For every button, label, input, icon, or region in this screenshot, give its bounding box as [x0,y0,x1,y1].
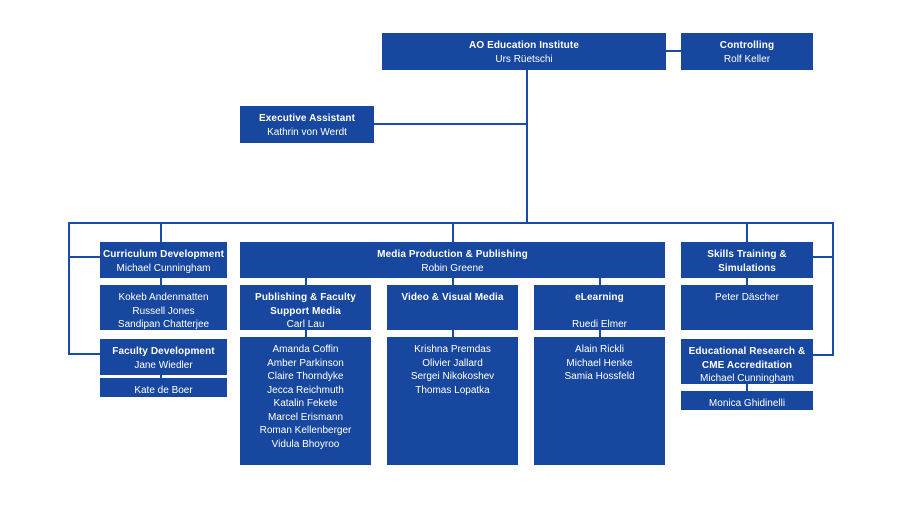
node-curriculum-development[interactable]: Curriculum Development Michael Cunningha… [100,242,227,278]
connector-root-vertical [526,69,528,224]
node-person: Ruedi Elmer [571,318,628,330]
node-title: Educational Research & [688,346,806,357]
node-video-visual-media[interactable]: Video & Visual Media [387,285,518,330]
team-member: Amanda Coffin [272,344,339,355]
team-member: Vidula Bhoyroo [271,438,340,450]
node-title-line2: Support Media [270,305,341,317]
connector-bus-to-media [452,222,454,242]
team-member: Olivier Jallard [422,357,483,369]
node-title: Controlling [719,40,775,51]
node-title: Curriculum Development [102,249,225,260]
team-member: Monica Ghidinelli [708,398,786,409]
node-title: Executive Assistant [258,113,356,124]
connector-left-spine [68,222,70,355]
connector-elearning-to-members [599,329,601,337]
connector-left-to-faculty [68,353,100,355]
team-member: Claire Thorndyke [267,371,344,382]
team-member: Marcel Erismann [267,411,344,423]
node-person: Michael Cunningham [700,373,794,384]
connector-right-to-research [812,354,834,356]
node-faculty-development[interactable]: Faculty Development Jane Wiedler [100,339,227,375]
team-member: Thomas Lopatka [415,384,490,396]
connector-skills-to-members [746,277,748,285]
node-title: Media Production & Publishing [377,249,528,260]
team-member: Sergei Nikokoshev [410,371,495,382]
connector-research-to-members [746,383,748,391]
node-publishing-faculty-support-media[interactable]: Publishing & Faculty Support Media Carl … [240,285,371,330]
node-title: eLearning [575,292,624,303]
node-person: Michael Cunningham [116,262,211,274]
node-skills-training-simulations[interactable]: Skills Training & Simulations [681,242,813,278]
team-member: Krishna Premdas [414,344,491,355]
connector-media-to-video [452,277,454,285]
node-media-production-publishing[interactable]: Media Production & Publishing Robin Gree… [240,242,665,278]
node-person: Kathrin von Werdt [267,126,347,138]
node-title: Skills Training & [707,249,787,260]
team-member: Kate de Boer [134,385,193,396]
team-member: Michael Henke [566,357,633,369]
node-title: AO Education Institute [469,40,579,51]
connector-publishing-to-members [305,329,307,337]
node-person: Jane Wiedler [134,359,193,371]
team-skills-training: Peter Däscher [681,285,813,330]
node-person: Urs Rüetschi [495,53,553,65]
team-member: Sandipan Chatterjee [117,319,210,330]
team-member: Jecca Reichmuth [267,384,344,396]
node-person: Carl Lau [286,319,325,330]
node-title: Faculty Development [112,346,215,357]
team-member: Samia Hossfeld [564,371,635,382]
connector-right-spine [832,222,834,356]
team-faculty-development: Kate de Boer [100,378,227,397]
team-member: Katalin Fekete [273,398,338,409]
team-educational-research: Monica Ghidinelli [681,391,813,410]
team-member: Russell Jones [132,305,195,317]
connector-video-to-members [452,329,454,337]
node-controlling[interactable]: Controlling Rolf Keller [681,33,813,70]
node-elearning[interactable]: eLearning Ruedi Elmer [534,285,665,330]
team-member: Roman Kellenberger [259,425,352,436]
team-member: Alain Rickli [575,344,624,355]
node-executive-assistant[interactable]: Executive Assistant Kathrin von Werdt [240,106,374,143]
team-member: Peter Däscher [715,292,779,303]
connector-bus-to-curriculum [160,222,162,242]
connector-root-to-controlling [665,50,681,52]
connector-left-to-curriculum [68,256,100,258]
connector-exec-assistant [373,123,528,125]
node-title: Video & Visual Media [401,292,504,303]
node-person: Robin Greene [421,262,484,274]
node-title-line2: Simulations [718,262,776,274]
connector-right-to-skills [812,256,834,258]
connector-curriculum-to-members [160,277,162,285]
team-member: Amber Parkinson [267,357,344,369]
node-educational-research-cme[interactable]: Educational Research & CME Accreditation… [681,339,813,384]
connector-media-to-publishing [305,277,307,285]
node-title-line2: CME Accreditation [701,359,793,371]
node-ao-education-institute[interactable]: AO Education Institute Urs Rüetschi [382,33,666,70]
connector-bus-to-skills [746,222,748,242]
node-title: Publishing & Faculty [255,292,356,303]
connector-media-to-elearning [599,277,601,285]
connector-main-bus [68,222,834,224]
team-member: Kokeb Andenmatten [118,292,209,303]
node-person: Rolf Keller [723,53,771,65]
